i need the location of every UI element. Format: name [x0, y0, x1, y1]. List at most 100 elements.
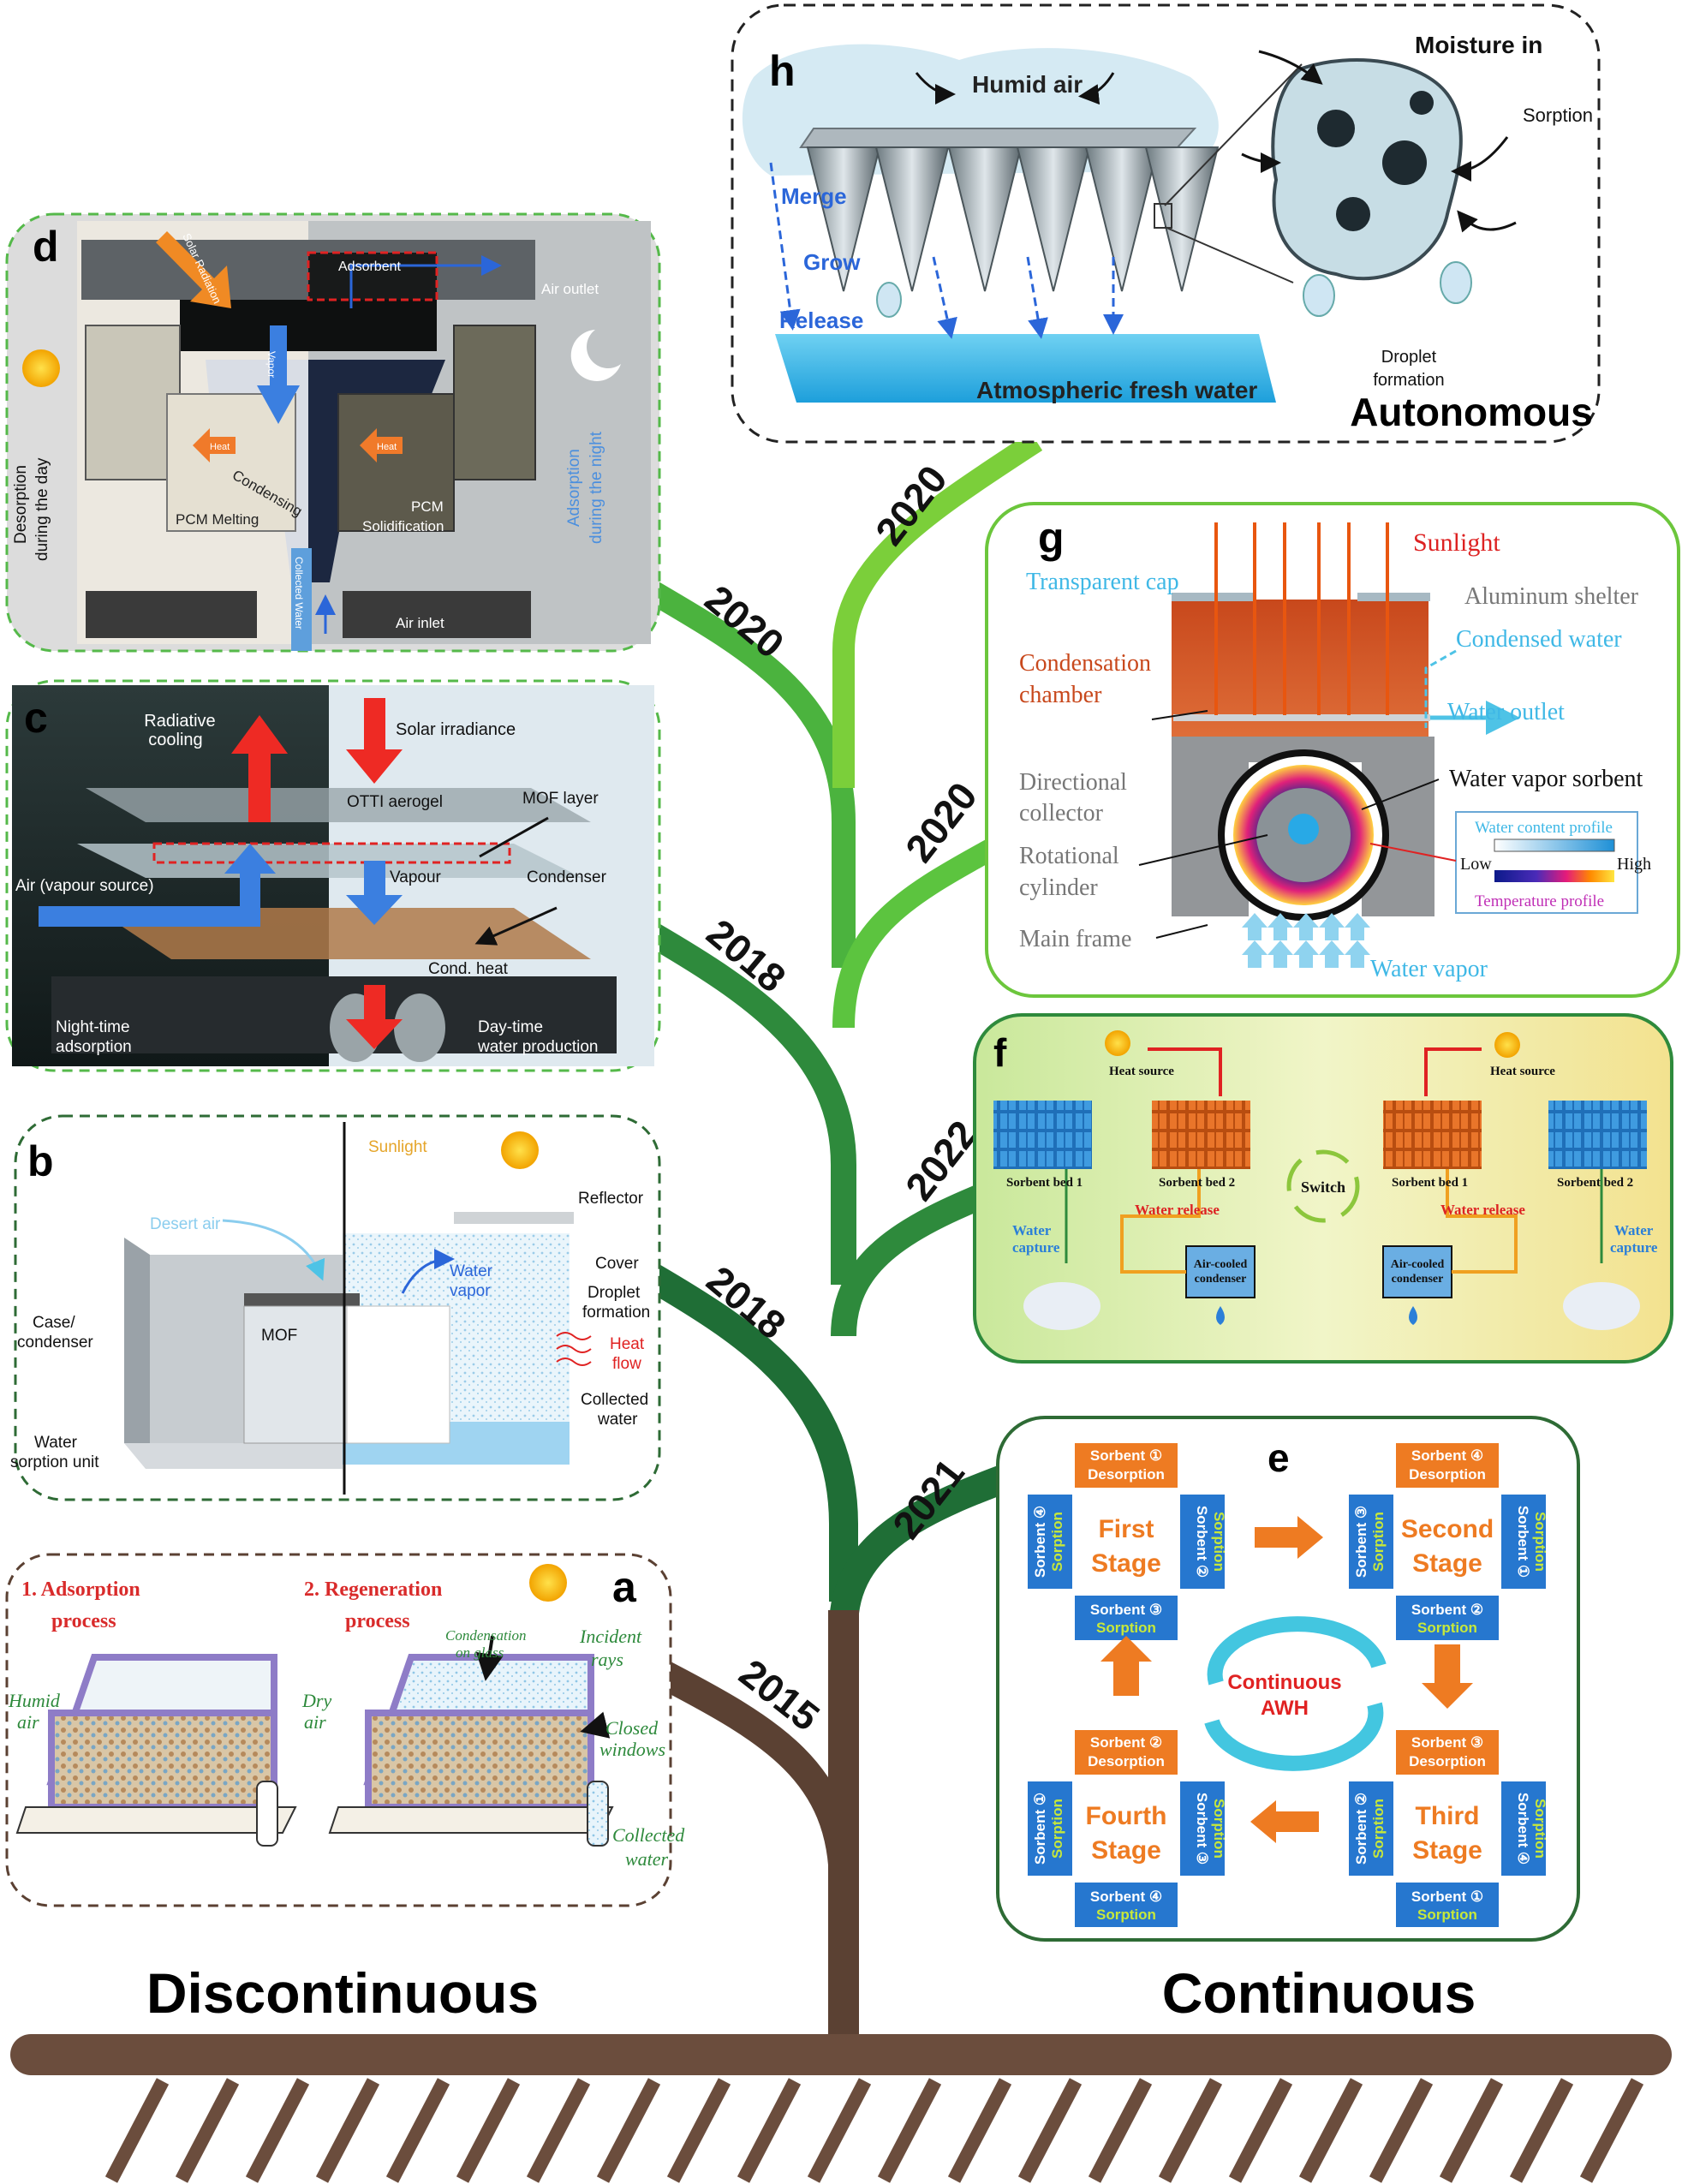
panel-a-dry-2: air: [304, 1711, 326, 1733]
panel-e-bottom-sorbent: Sorbent ①: [1411, 1889, 1483, 1905]
panel-a-box2-stand: [328, 1806, 614, 1834]
panel-h-zoom-line: [1164, 226, 1294, 283]
ground-hatch-line: [1579, 2078, 1644, 2183]
panel-f-water-capture-left-1: Water: [1012, 1222, 1052, 1238]
panel-d-heat-left: Heat: [210, 442, 230, 452]
panel-h-plate: [799, 128, 1197, 148]
panel-g-sunlight: Sunlight: [1413, 528, 1500, 557]
panel-d-heat-right: Heat: [377, 442, 397, 452]
panel-h: h Humid air Moisture in Sorption Merge G…: [731, 3, 1601, 444]
panel-g-pointer: [1155, 924, 1208, 939]
panel-d-pcm-right: [337, 393, 455, 532]
panel-c-condenser: Condenser: [527, 868, 607, 886]
panel-h-pore: [1410, 91, 1434, 115]
panel-a-closed-1: Closed: [605, 1717, 659, 1739]
panel-e-right-sorbent: Sorbent ③: [1194, 1793, 1210, 1865]
panel-h-pore: [1336, 197, 1370, 231]
panel-b-letter: b: [27, 1137, 54, 1185]
panel-f-bed-2-right-label: Sorbent bed 2: [1557, 1176, 1633, 1190]
panel-f-water-release-right: Water release: [1440, 1202, 1525, 1218]
panel-g-cap-left: [1172, 593, 1253, 601]
panel-b-sun: [501, 1131, 539, 1169]
panel-c-radiative-2: cooling: [148, 731, 202, 749]
panel-h-zoom-box: [1154, 203, 1172, 229]
panel-d-adsorbent: Adsorbent: [338, 260, 401, 274]
panel-d: d Solar Radiation Adsorbent Air outlet V…: [5, 212, 661, 653]
ground-hatch-line: [1369, 2078, 1434, 2183]
panel-b-water-vapor-1: Water: [450, 1262, 493, 1280]
panel-f-drop: [1409, 1306, 1417, 1325]
panel-e-right-state: Sorption: [1211, 1799, 1227, 1859]
ground-hatch: [104, 2078, 1644, 2183]
panel-h-droplet: [1440, 261, 1472, 304]
panel-e-left-sorbent: Sorbent ②: [1353, 1793, 1369, 1865]
panel-g-vapor-arrow: [1267, 940, 1293, 968]
panel-c-letter: c: [24, 694, 48, 742]
panel-f-heat-line: [1148, 1047, 1222, 1096]
ground-hatch-line: [175, 2078, 240, 2183]
panel-e-stage-title: Third: [1416, 1802, 1480, 1830]
panel-f-heat-line: [1424, 1047, 1482, 1096]
panel-d-base-left: [86, 591, 257, 638]
panel-h-arrow: [1241, 152, 1281, 173]
panel-h-cones: [806, 146, 1220, 292]
panel-h-arrow: [1258, 50, 1323, 85]
panel-h-droplet: [1303, 274, 1335, 317]
panel-g-low: Low: [1460, 855, 1492, 874]
panel-c-mof-layer: [77, 844, 582, 878]
panel-c: c Radiative cooling Solar irradiance OTT…: [5, 679, 661, 1072]
panel-e-left-state: Sorption: [1049, 1799, 1065, 1859]
panel-a-collected-1: Collected: [612, 1824, 685, 1846]
panel-f-switch: Switch: [1301, 1179, 1345, 1196]
panel-e-center-cell: [1075, 1490, 1178, 1593]
panel-d-left-block: [85, 325, 181, 480]
panel-g-temperature: Temperature profile: [1475, 892, 1604, 910]
panel-h-arrow: [1457, 210, 1517, 233]
panel-b-mof-box-right: [346, 1305, 450, 1444]
panel-e-bottom-cell: [1396, 1596, 1499, 1640]
panel-g-vapor-arrow: [1319, 940, 1345, 968]
panel-f-bed-1-right: [1383, 1101, 1482, 1169]
panel-d-letter: d: [33, 223, 59, 271]
panel-a-arrow: [475, 1635, 504, 1681]
panel-e-left-cell: [1349, 1495, 1393, 1589]
panel-b-reflector: [454, 1212, 574, 1224]
panel-a-humid-1: Humid: [8, 1690, 61, 1711]
panel-c-otti: OTTI aerogel: [347, 793, 443, 811]
panel-b-heat-2: flow: [612, 1355, 641, 1373]
panel-h-merge: Merge: [781, 183, 847, 209]
panel-f-sun: [1494, 1032, 1520, 1058]
panel-e-flow-arrow: [1100, 1636, 1152, 1696]
panel-a-tube-2: [587, 1781, 609, 1847]
panel-g-pointer: [1369, 843, 1457, 862]
panel-e-right-sorbent: Sorbent ④: [1515, 1793, 1531, 1865]
panel-g-vapor-arrow: [1242, 913, 1267, 940]
panel-e-left-sorbent: Sorbent ③: [1353, 1506, 1369, 1578]
ground-hatch-line: [1088, 2078, 1153, 2183]
panel-g: g Sunlight Transparent cap Aluminum shel…: [985, 502, 1680, 998]
panel-e-bottom-state: Sorption: [1417, 1907, 1477, 1923]
ground-hatch-line: [104, 2078, 170, 2183]
panel-g-shelter: Aluminum shelter: [1464, 583, 1639, 610]
panel-g-content: Water content profile: [1475, 819, 1613, 837]
panel-e-right-state: Sorption: [1211, 1512, 1227, 1572]
panel-f-condenser-right-1: Air-cooled: [1391, 1258, 1445, 1271]
panel-d-collected-water: Collected Water: [293, 557, 305, 630]
panel-f-humid-cloud: [1023, 1282, 1100, 1330]
panel-e-stage-subtitle: Stage: [1091, 1549, 1161, 1578]
panel-a-box1-bed: [48, 1710, 277, 1811]
panel-b-heat-wave: [556, 1345, 592, 1353]
panel-h-arrow: [915, 72, 956, 104]
panel-b-case-1: Case/: [33, 1314, 75, 1332]
panel-e-left-sorbent: Sorbent ①: [1032, 1793, 1048, 1865]
panel-f-condenser-right-2: condenser: [1392, 1273, 1444, 1286]
branch-2018b: [643, 1263, 858, 1602]
panel-b: b Sunlight Reflector Cover Desert air Wa…: [10, 1114, 661, 1501]
panel-g-condensed: Condensed water: [1456, 626, 1622, 653]
panel-a-collected-2: water: [625, 1848, 669, 1870]
panel-c-day-2: water production: [477, 1038, 598, 1056]
panel-e-bottom-cell: [1396, 1883, 1499, 1927]
panel-e-top-state: Desorption: [1088, 1466, 1165, 1483]
